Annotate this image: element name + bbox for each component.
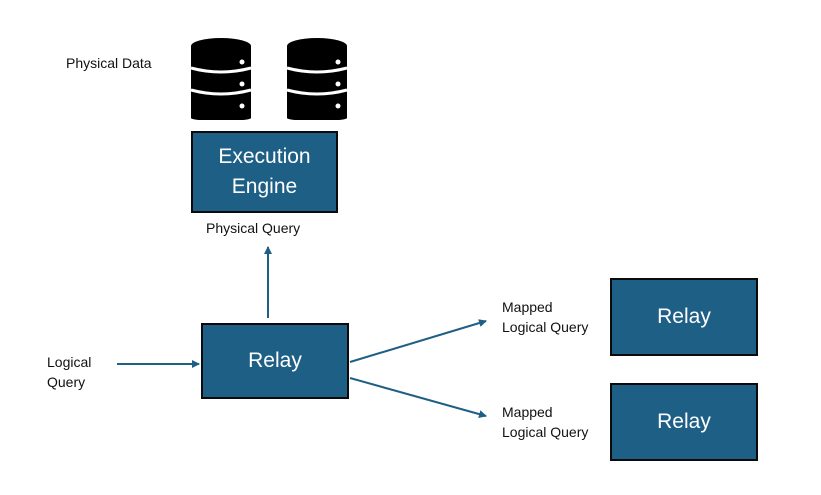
physical-data-label: Physical Data — [66, 55, 152, 71]
mapped-bottom-line1: Mapped — [502, 404, 553, 420]
physical-query-label: Physical Query — [206, 220, 301, 236]
mapped-logical-query-bottom-label: Mapped Logical Query — [502, 402, 588, 442]
mapped-logical-query-top-label: Mapped Logical Query — [502, 297, 588, 337]
relay-main-box: Relay — [201, 323, 349, 399]
mapped-top-line1: Mapped — [502, 299, 553, 315]
logical-query-label: Logical Query — [47, 352, 91, 392]
mapped-bottom-line2: Logical Query — [502, 424, 589, 440]
arrow-relay-to-bottom — [349, 377, 487, 418]
database-icon — [190, 38, 252, 120]
relay-bottom-label: Relay — [657, 410, 711, 433]
relay-bottom-box: Relay — [610, 383, 758, 461]
database-icon — [286, 38, 348, 120]
relay-top-box: Relay — [610, 278, 758, 356]
execution-engine-line2: Engine — [231, 175, 298, 198]
arrow-relay-to-top — [349, 319, 487, 363]
execution-engine-line1: Execution — [218, 145, 311, 168]
logical-query-line1: Logical — [47, 354, 92, 370]
logical-query-line2: Query — [47, 374, 86, 390]
relay-main-label: Relay — [248, 349, 302, 372]
relay-top-label: Relay — [657, 305, 711, 328]
mapped-top-line2: Logical Query — [502, 319, 589, 335]
execution-engine-box: Execution Engine — [191, 131, 338, 213]
